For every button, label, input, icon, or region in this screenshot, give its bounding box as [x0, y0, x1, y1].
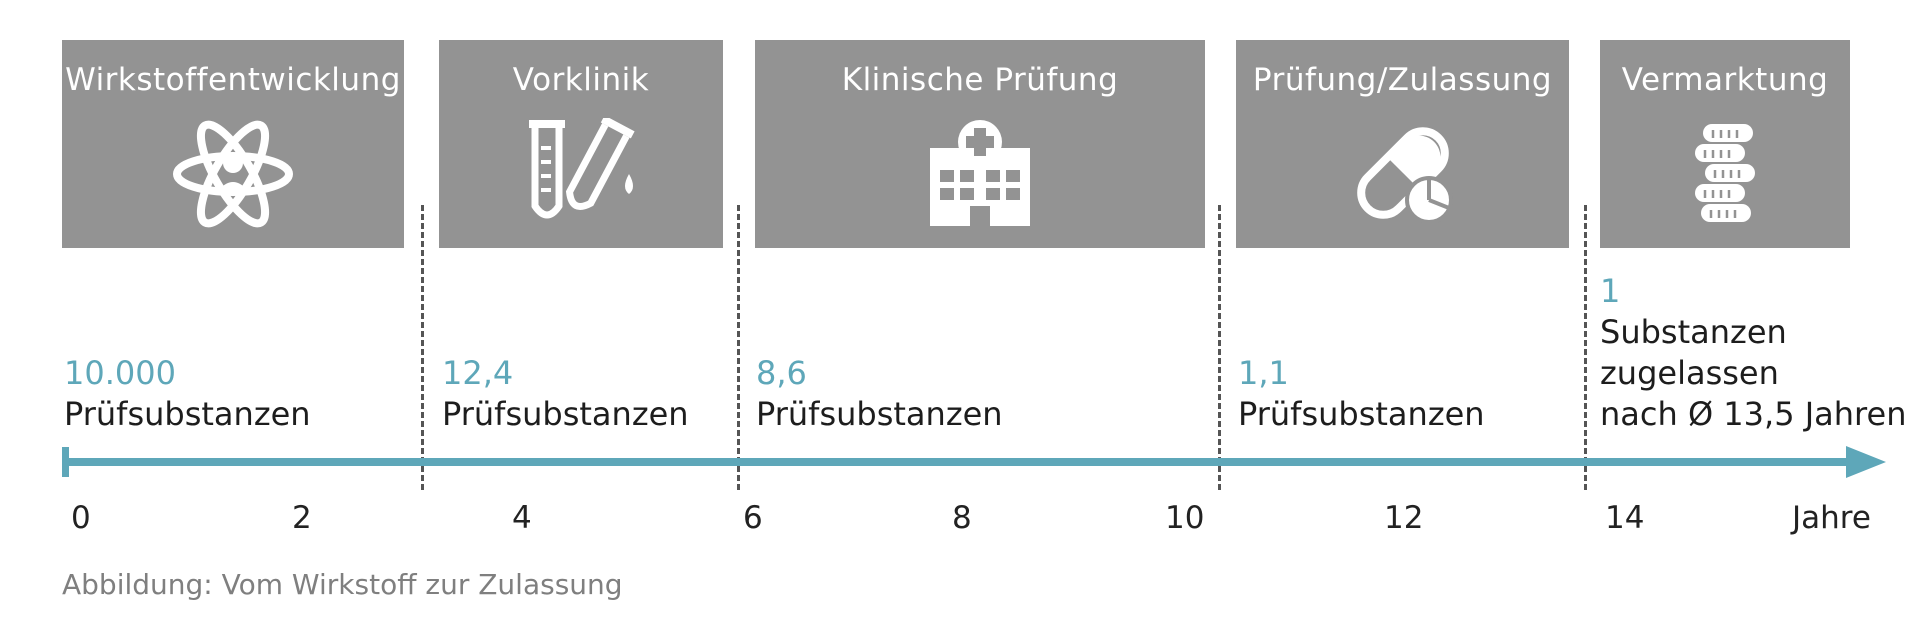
phase-box-vorklinik: Vorklinik: [439, 40, 723, 248]
hospital-icon: [920, 118, 1040, 228]
stat-klinische-pruefung: 8,6 Prüfsubstanzen: [756, 353, 1003, 435]
stat-number: 8,6: [756, 354, 807, 392]
phase-title: Vermarktung: [1621, 62, 1829, 98]
axis-unit-label: Jahre: [1792, 500, 1871, 536]
timeline-arrowhead: [1846, 446, 1886, 478]
coin-stack-icon: [1665, 118, 1785, 228]
tick-label: 0: [71, 500, 91, 536]
phase-divider: [421, 205, 424, 490]
phase-divider: [1584, 205, 1587, 490]
stat-wirkstoffentwicklung: 10.000 Prüfsubstanzen: [64, 353, 311, 435]
tick-label: 4: [512, 500, 532, 536]
phase-box-wirkstoffentwicklung: Wirkstoffentwicklung: [62, 40, 404, 248]
phase-title: Wirkstoffentwicklung: [65, 62, 401, 98]
tick-label: 10: [1165, 500, 1205, 536]
stat-pruefung-zulassung: 1,1 Prüfsubstanzen: [1238, 353, 1485, 435]
phase-title: Klinische Prüfung: [841, 62, 1119, 98]
phase-divider: [1218, 205, 1221, 490]
phase-box-pruefung-zulassung: Prüfung/Zulassung: [1236, 40, 1569, 248]
stat-label: Prüfsubstanzen: [1238, 395, 1485, 433]
tick-label: 2: [292, 500, 312, 536]
phase-box-vermarktung: Vermarktung: [1600, 40, 1850, 248]
stat-vorklinik: 12,4 Prüfsubstanzen: [442, 353, 689, 435]
tick-label: 8: [952, 500, 972, 536]
tick-label: 12: [1384, 500, 1424, 536]
figure-caption: Abbildung: Vom Wirkstoff zur Zulassung: [62, 568, 623, 601]
stat-label: Prüfsubstanzen: [64, 395, 311, 433]
phase-box-klinische-pruefung: Klinische Prüfung: [755, 40, 1205, 248]
stat-label: Prüfsubstanzen: [442, 395, 689, 433]
phase-title: Vorklinik: [512, 62, 650, 98]
stat-label: Prüfsubstanzen: [756, 395, 1003, 433]
pill-capsule-icon: [1343, 118, 1463, 228]
timeline-axis-line: [62, 458, 1852, 466]
phase-title: Prüfung/Zulassung: [1252, 62, 1553, 98]
stat-number: 1: [1600, 272, 1621, 310]
tick-label: 14: [1605, 500, 1645, 536]
tick-label: 6: [743, 500, 763, 536]
stat-number: 12,4: [442, 354, 514, 392]
stat-label-line: nach Ø 13,5 Jahren: [1600, 395, 1907, 433]
stat-label-line: zugelassen: [1600, 354, 1779, 392]
test-tubes-icon: [521, 118, 641, 228]
stat-label-line: Substanzen: [1600, 313, 1787, 351]
stat-vermarktung: 1 Substanzen zugelassen nach Ø 13,5 Jahr…: [1600, 271, 1906, 435]
stat-number: 10.000: [64, 354, 176, 392]
atom-icon: [173, 118, 293, 228]
stat-number: 1,1: [1238, 354, 1289, 392]
phase-divider: [737, 205, 740, 490]
